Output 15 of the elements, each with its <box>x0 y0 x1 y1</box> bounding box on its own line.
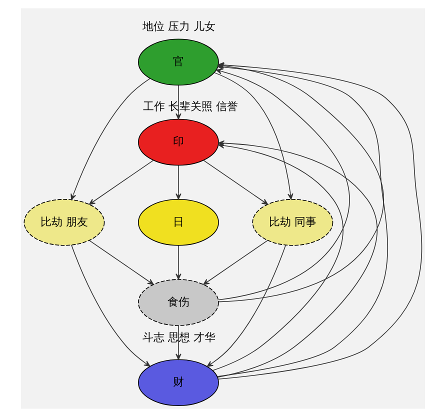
node-ellipse: 印 <box>138 118 218 166</box>
node-label: 地位 压力 儿女 <box>142 20 215 33</box>
arrow <box>70 244 150 367</box>
arrow <box>175 164 181 200</box>
arrow <box>215 68 350 300</box>
arrow <box>206 244 286 367</box>
arrow <box>202 240 268 285</box>
arrow <box>70 78 150 200</box>
arrow <box>88 160 154 205</box>
arrow <box>213 72 293 200</box>
arrow <box>88 240 154 285</box>
node-ellipse: 日 <box>138 198 218 246</box>
arrow <box>202 160 268 205</box>
node-ellipse: 官 <box>138 38 218 86</box>
arrow <box>175 245 181 280</box>
